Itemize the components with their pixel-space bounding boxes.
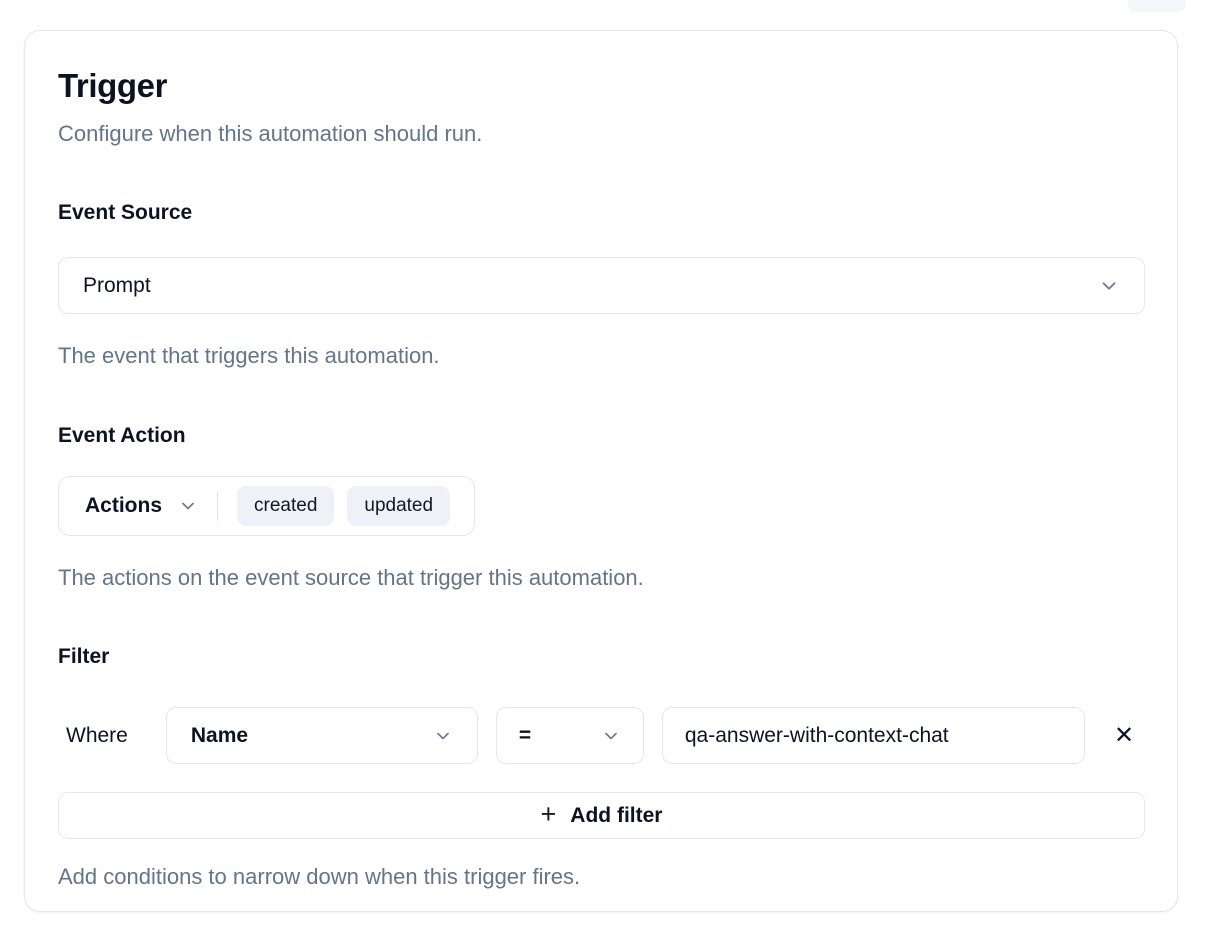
chevron-down-icon [433,726,453,746]
event-source-hint: The event that triggers this automation. [58,343,440,369]
close-icon: ✕ [1113,721,1135,749]
filter-condition-row: Where Name = ✕ [58,707,1145,765]
add-filter-label: Add filter [570,803,663,827]
actions-dropdown-label: Actions [85,493,163,517]
page-subtitle: Configure when this automation should ru… [58,120,483,146]
chevron-down-icon [601,726,621,746]
remove-filter-button[interactable]: ✕ [1103,715,1145,757]
event-action-hint: The actions on the event source that tri… [58,564,644,590]
filter-operator-select[interactable]: = [495,707,644,765]
event-source-selected-value: Prompt [83,273,151,297]
selected-actions-group: created updated [237,485,451,526]
event-action-control: Actions created updated [58,475,476,536]
event-source-select[interactable]: Prompt [58,257,1145,315]
actions-dropdown-button[interactable]: Actions [85,494,198,518]
cropped-element-stub [1128,0,1186,12]
add-filter-button[interactable]: + Add filter [58,792,1145,840]
filter-value-input[interactable] [661,707,1085,765]
filter-operator-value: = [518,723,532,747]
action-chip-created[interactable]: created [237,485,335,526]
event-action-label: Event Action [58,423,186,447]
where-label: Where [66,723,128,747]
action-chip-updated[interactable]: updated [347,485,451,526]
filter-field-value: Name [190,723,249,747]
filter-label: Filter [58,645,110,669]
chevron-down-icon [1098,275,1120,297]
vertical-divider [217,490,219,521]
plus-icon: + [540,798,557,829]
event-source-label: Event Source [58,201,193,225]
filter-hint: Add conditions to narrow down when this … [58,864,581,890]
filter-field-select[interactable]: Name [165,707,478,765]
trigger-card: Trigger Configure when this automation s… [24,30,1178,912]
page-title: Trigger [58,67,168,104]
chevron-down-icon [178,496,198,516]
